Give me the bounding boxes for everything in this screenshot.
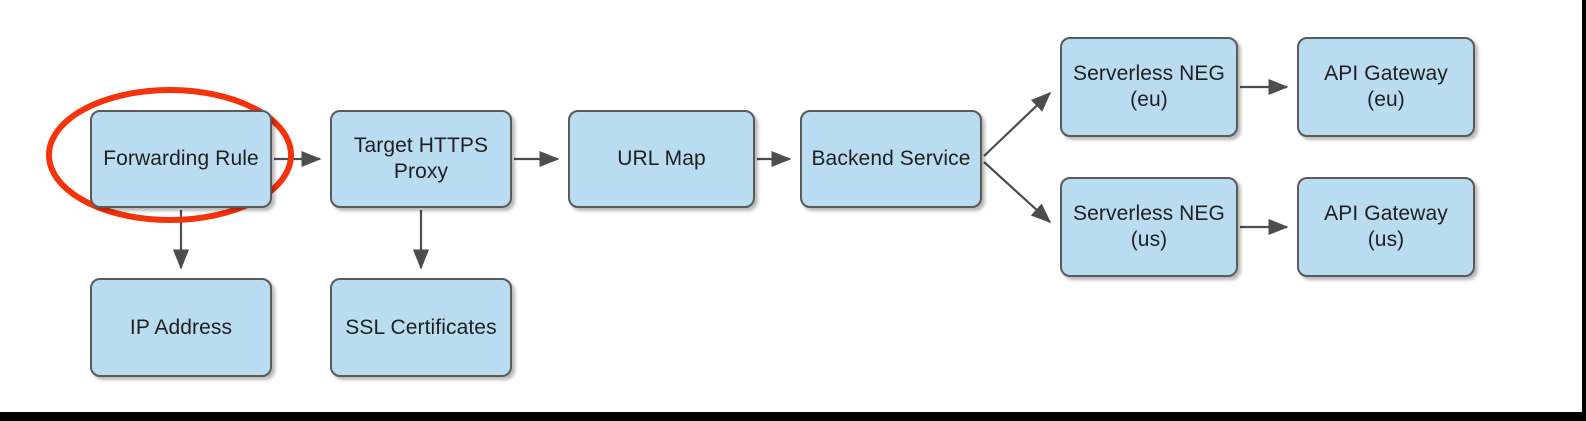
edge-backend-service-to-serverless-neg-us	[983, 161, 1052, 224]
node-url-map[interactable]: URL Map	[568, 110, 755, 208]
edge-backend-service-to-serverless-neg-eu	[983, 91, 1052, 157]
node-ip-address[interactable]: IP Address	[90, 278, 272, 377]
node-forwarding-rule[interactable]: Forwarding Rule	[90, 110, 272, 208]
node-serverless-neg-eu[interactable]: Serverless NEG (eu)	[1060, 37, 1238, 137]
node-target-https-proxy[interactable]: Target HTTPS Proxy	[330, 110, 512, 208]
window-frame-right-edge	[1582, 0, 1586, 421]
node-backend-service[interactable]: Backend Service	[800, 110, 982, 208]
node-ssl-certificates[interactable]: SSL Certificates	[330, 278, 512, 377]
node-api-gateway-eu[interactable]: API Gateway (eu)	[1297, 37, 1475, 137]
node-api-gateway-us[interactable]: API Gateway (us)	[1297, 177, 1475, 277]
window-frame-bottom-edge	[0, 412, 1586, 421]
node-serverless-neg-us[interactable]: Serverless NEG (us)	[1060, 177, 1238, 277]
